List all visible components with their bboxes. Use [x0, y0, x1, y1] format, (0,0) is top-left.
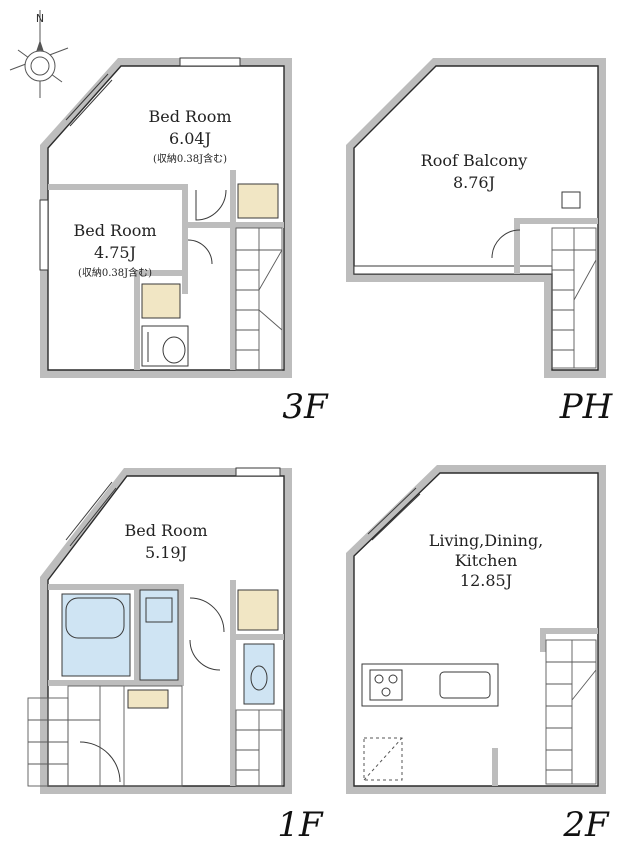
f3-room2-area: 4.75J: [94, 243, 136, 262]
f3-floor-label: 3F: [282, 387, 329, 427]
f2-room1-name: Living,Dining,: [429, 531, 544, 550]
f1-room1-name: Bed Room: [124, 521, 207, 540]
floor-2f: Living,Dining, Kitchen 12.85J 2F: [346, 465, 610, 845]
compass-icon: N: [9, 10, 69, 98]
f2-floor-label: 2F: [562, 805, 610, 845]
f3-room2-note: (収納0.38J含む): [78, 266, 152, 279]
ph-room1-name: Roof Balcony: [421, 151, 528, 170]
f3-room1-name: Bed Room: [148, 107, 231, 126]
ph-floor-label: PH: [559, 387, 614, 427]
f1-room1-area: 5.19J: [145, 543, 187, 562]
f2-room1-area: 12.85J: [460, 571, 512, 590]
f3-room1-area: 6.04J: [169, 129, 211, 148]
ph-room1-area: 8.76J: [453, 173, 495, 192]
f3-room2-name: Bed Room: [73, 221, 156, 240]
f2-room1-name2: Kitchen: [455, 551, 518, 570]
floor-1f: Bed Room 5.19J 1F: [27, 467, 324, 845]
floor-ph: Roof Balcony 8.76J PH: [346, 58, 614, 427]
compass-north-label: N: [36, 12, 44, 25]
floor-3f: Bed Room 6.04J (収納0.38J含む) Bed Room 4.75…: [39, 57, 329, 427]
f3-room1-note: (収納0.38J含む): [153, 152, 227, 165]
f1-floor-label: 1F: [277, 805, 324, 845]
